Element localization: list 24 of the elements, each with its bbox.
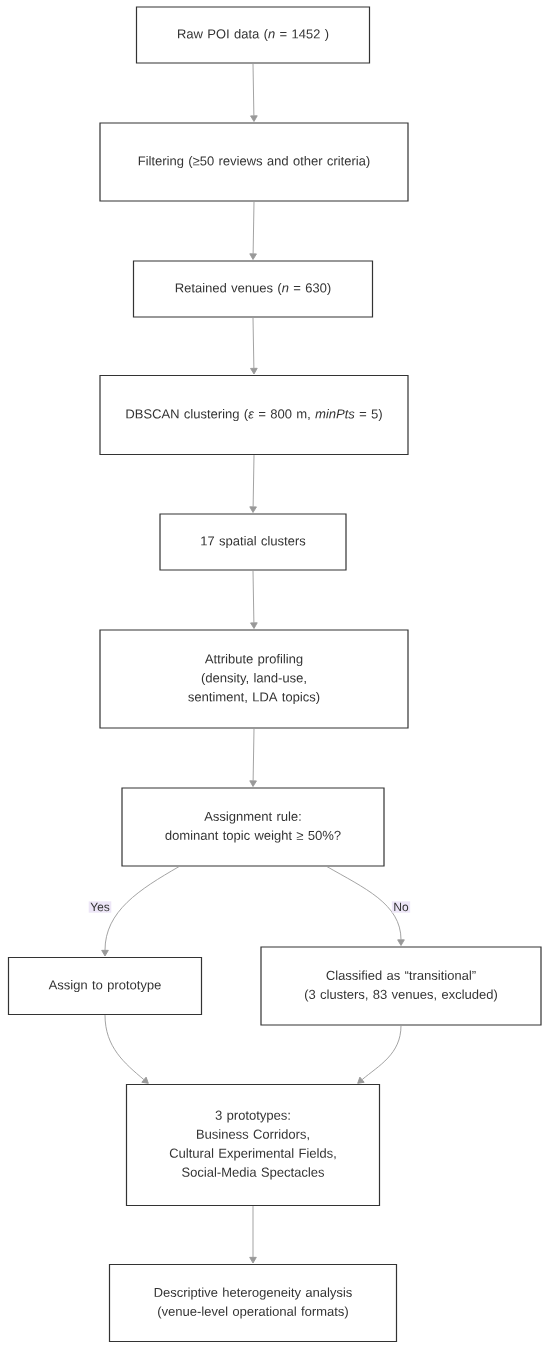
process-box: Assign to prototype <box>7 956 203 1016</box>
arrow <box>101 866 180 957</box>
arrow <box>249 201 257 260</box>
process-box: 3 prototypes: Business Corridors, Cultural Experimental Fields, Social-Media Spectacles <box>125 1083 381 1207</box>
edge-label: Yes <box>88 901 112 913</box>
process-box: Classified as “transitional” (3 clusters, 83 venues, excluded) <box>260 946 542 1026</box>
arrow <box>249 454 257 513</box>
process-box: Raw POI data (n = 1452 ) <box>135 6 371 64</box>
process-box: Filtering (≥50 reviews and other criteria) <box>99 122 409 202</box>
arrow <box>249 1205 257 1264</box>
arrow <box>104 1014 149 1084</box>
process-box: 17 spatial clusters <box>159 513 347 571</box>
process-box: Assignment rule: dominant topic weight ≥ 50%? <box>121 787 385 867</box>
edge-label: No <box>391 901 411 913</box>
process-box: Descriptive heterogeneity analysis (venue-level operational formats) <box>108 1263 398 1343</box>
process-box: Retained venues (n = 630) <box>132 260 374 318</box>
arrow <box>250 570 258 629</box>
process-box: DBSCAN clustering (ε = 800 m, minPts = 5) <box>99 374 409 456</box>
arrow <box>250 317 258 375</box>
arrow <box>250 63 258 122</box>
arrow <box>249 728 257 787</box>
arrow <box>326 866 405 946</box>
arrow <box>357 1025 402 1084</box>
process-box: Attribute profiling (density, land-use, sentiment, LDA topics) <box>99 629 409 729</box>
